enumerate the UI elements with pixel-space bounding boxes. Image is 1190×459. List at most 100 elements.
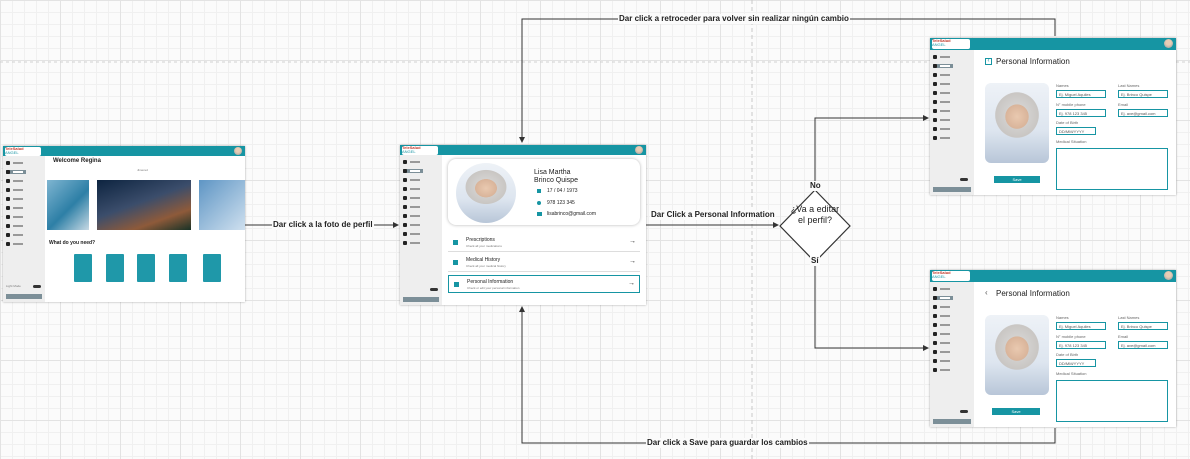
service-card[interactable] [106,254,124,282]
service-card[interactable] [137,254,155,282]
logout-button[interactable] [933,419,971,424]
carousel-image[interactable] [47,180,89,230]
sidebar-item[interactable] [933,118,953,122]
sidebar-item[interactable] [6,215,26,219]
profile-photo[interactable] [985,83,1049,163]
sidebar-item[interactable] [933,359,953,363]
sidebar-item[interactable] [933,100,953,104]
email-label: Email [1118,334,1129,339]
medical-situation-textarea[interactable] [1056,380,1168,422]
mode-toggle[interactable] [960,410,968,413]
edge-yes [814,262,929,351]
sidebar-item-active[interactable] [933,64,953,68]
logout-button[interactable] [933,187,971,192]
sidebar-item-active[interactable] [6,170,26,174]
sidebar-item[interactable] [933,136,953,140]
sidebar-item[interactable] [403,214,423,218]
sidebar-item[interactable] [933,91,953,95]
sidebar-item[interactable] [6,242,26,246]
service-card[interactable] [74,254,92,282]
profile-photo[interactable] [456,163,516,223]
email-label: Email [1118,102,1129,107]
sidebar-item[interactable] [933,341,953,345]
sidebar-item[interactable] [933,323,953,327]
sidebar-item[interactable] [403,241,423,245]
names-field[interactable]: Ej. Miguel Aquiles [1056,322,1106,330]
sidebar-item[interactable] [933,287,953,291]
logout-button[interactable] [403,297,439,302]
sidebar-item[interactable] [6,206,26,210]
sidebar-item[interactable] [933,305,953,309]
carousel-image[interactable] [97,180,191,230]
sidebar-item[interactable] [933,73,953,77]
sidebar-item[interactable] [403,205,423,209]
sidebar-item-active[interactable] [403,169,423,173]
profile-photo[interactable] [985,315,1049,395]
mode-toggle[interactable] [33,285,41,288]
phone-field[interactable]: Ej. 978 123 345 [1056,341,1106,349]
medical-situation-textarea[interactable] [1056,148,1168,190]
mode-toggle[interactable] [960,178,968,181]
sidebar-item[interactable] [933,82,953,86]
menu-item-medical-history[interactable]: Medical History Check all your medical h… [448,255,640,272]
email-field[interactable]: Ej. ave@gmail.com [1118,109,1168,117]
mode-toggle[interactable] [430,288,438,291]
sidebar-item[interactable] [403,223,423,227]
sidebar-item[interactable] [6,197,26,201]
sidebar-item[interactable] [403,160,423,164]
top-bar [930,38,1176,50]
sidebar-item[interactable] [933,314,953,318]
menu-item-prescriptions[interactable]: Prescriptions Check all your medications… [448,235,640,252]
carousel-image[interactable] [199,180,245,230]
sidebar-item-active[interactable] [933,296,953,300]
sidebar-item[interactable] [933,109,953,113]
dob-field[interactable]: DD/MM/YYYY [1056,359,1096,367]
sidebar-item[interactable] [6,224,26,228]
sidebar-item[interactable] [933,55,953,59]
names-field[interactable]: Ej. Miguel Aquiles [1056,90,1106,98]
user-icon [454,282,459,287]
menu-item-desc: Check all your medical history [466,264,506,268]
pill-icon [453,240,458,245]
sidebar-item[interactable] [6,233,26,237]
avatar[interactable] [234,147,242,155]
sidebar-item[interactable] [933,350,953,354]
sidebar-item[interactable] [403,178,423,182]
sidebar-item[interactable] [6,161,26,165]
phone-label: N° mobile phone [1056,334,1086,339]
avatar[interactable] [635,146,643,154]
phone-icon [537,201,541,205]
service-card[interactable] [203,254,221,282]
names-label: Names [1056,83,1069,88]
service-card[interactable] [169,254,187,282]
phone-field[interactable]: Ej. 978 123 345 [1056,109,1106,117]
sidebar-item[interactable] [933,127,953,131]
dob-field[interactable]: DD/MM/YYYY [1056,127,1096,135]
sidebar-item[interactable] [933,368,953,372]
sidebar-item[interactable] [6,179,26,183]
save-button[interactable]: Save [994,176,1040,183]
sidebar-item[interactable] [403,196,423,200]
avatar[interactable] [1164,39,1173,48]
sidebar-item[interactable] [933,332,953,336]
menu-item-desc: Check all your medications [466,244,502,248]
avatar[interactable] [1164,271,1173,280]
sidebar-item[interactable] [6,188,26,192]
label-no: No [809,181,822,191]
back-button[interactable]: ‹ [985,58,992,65]
last-names-field[interactable]: Ej. Brinco Quispe [1118,90,1168,98]
profile-dob: 17 / 04 / 1973 [547,188,578,194]
last-names-field[interactable]: Ej. Brinco Quispe [1118,322,1168,330]
menu-item-title: Medical History [466,257,501,263]
medical-label: Medical Situation [1056,139,1087,144]
menu-item-personal-information[interactable]: Personal Information Check or edit your … [448,275,640,293]
welcome-subtitle: Jimenez [137,168,149,172]
profile-name-last: Brinco Quispe [534,177,578,184]
sidebar-item[interactable] [403,232,423,236]
save-button[interactable]: Save [992,408,1040,415]
logout-button[interactable] [6,294,42,299]
email-field[interactable]: Ej. ave@gmail.com [1118,341,1168,349]
chevron-left-icon[interactable]: ‹ [985,288,988,297]
sidebar-item[interactable] [403,187,423,191]
